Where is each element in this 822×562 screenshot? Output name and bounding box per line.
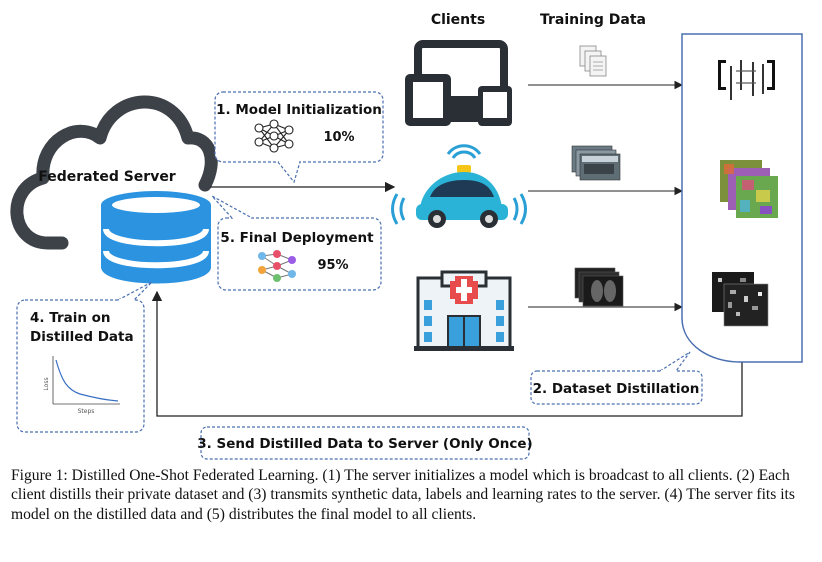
final-accuracy: 95% [317, 258, 348, 273]
loss-plot: Loss Steps [43, 356, 120, 415]
distilled-grayscale-images [712, 272, 769, 327]
hospital-icon [414, 270, 514, 351]
training-data-header: Training Data [540, 12, 646, 28]
autonomous-car-icon [391, 144, 527, 228]
devices-icon [405, 40, 512, 126]
model-initialization-callout: 1. Model Initialization 10% [214, 91, 384, 184]
train-label-line2: Distilled Data [30, 329, 134, 345]
loss-axis-label: Loss [43, 377, 50, 390]
final-deployment-label: 5. Final Deployment [220, 230, 374, 246]
send-distilled-label: 3. Send Distilled Data to Server (Only O… [197, 436, 532, 452]
dataset-distillation-callout: 2. Dataset Distillation [530, 351, 703, 405]
steps-axis-label: Steps [78, 408, 95, 415]
figure-caption: Figure 1: Distilled One-Shot Federated L… [11, 467, 795, 523]
traffic-image-stack [571, 145, 621, 181]
neural-network-icon [254, 119, 294, 153]
final-deployment-callout: 5. Final Deployment 95% [211, 195, 382, 291]
cloud-icon [10, 95, 218, 250]
figure-diagram: Clients Training Data Federated Server 1… [10, 12, 803, 460]
train-label-line1: 4. Train on [30, 310, 111, 326]
clients-header: Clients [431, 12, 485, 28]
send-distilled-callout: 3. Send Distilled Data to Server (Only O… [197, 426, 533, 460]
server-label: Federated Server [38, 169, 176, 185]
init-accuracy: 10% [323, 130, 354, 145]
distilled-digits-image [718, 60, 775, 100]
train-on-distilled-callout: 4. Train on Distilled Data Loss Steps [16, 281, 153, 433]
dataset-distillation-label: 2. Dataset Distillation [533, 381, 700, 397]
distilled-color-images [720, 160, 778, 218]
database-icon [100, 191, 212, 285]
document-stack-icon [579, 45, 607, 77]
return-arrow [151, 290, 743, 417]
model-initialization-label: 1. Model Initialization [216, 102, 382, 118]
colored-network-icon [258, 250, 296, 282]
xray-image-stack [574, 267, 624, 307]
